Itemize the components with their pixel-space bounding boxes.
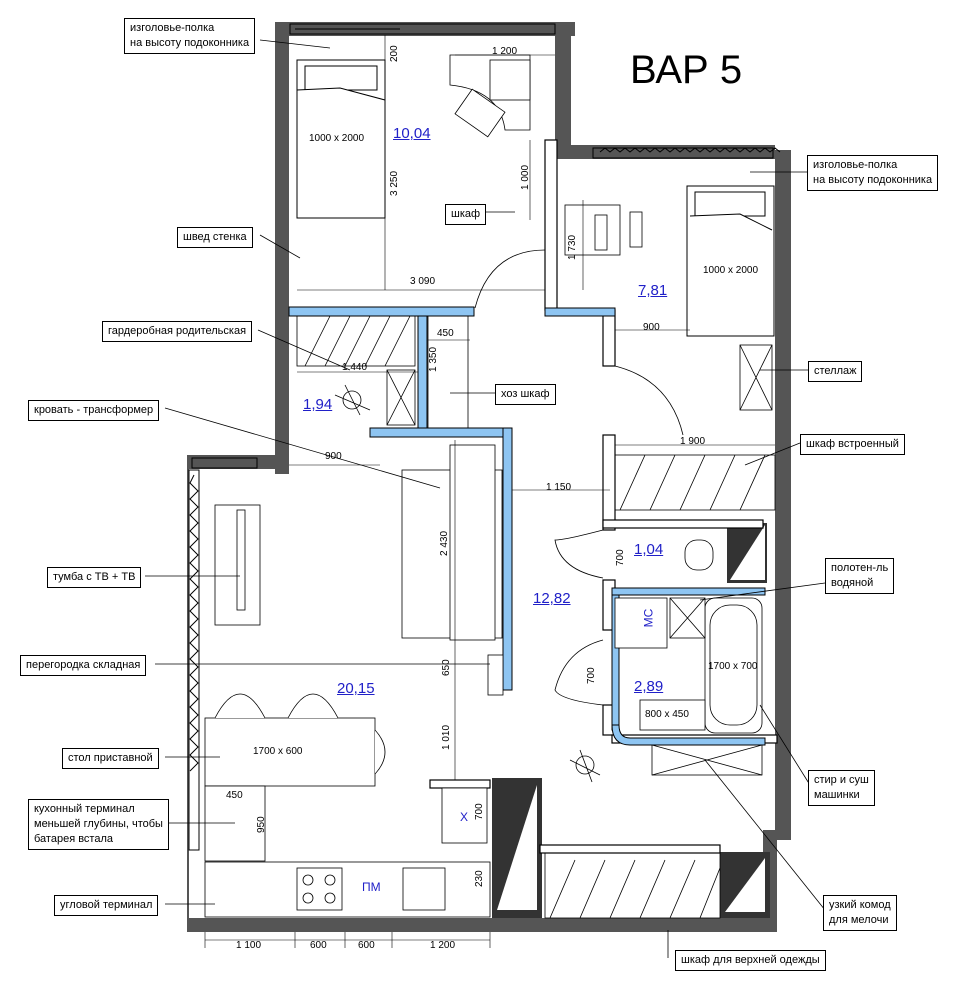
callout-headboard-left: изголовье-полка на высоту подоконника bbox=[124, 18, 256, 54]
dim-1000: 1 000 bbox=[520, 164, 531, 190]
callout-narrow-dresser: узкий комод для мелочи bbox=[823, 895, 897, 931]
callout-builtin-wardrobe: шкаф встроенный bbox=[800, 434, 905, 455]
callout-folding-partition: перегородка складная bbox=[20, 655, 147, 676]
bed-right-size: 1000 x 2000 bbox=[703, 265, 759, 276]
callout-washer-dryer: стир и суш машинки bbox=[808, 770, 875, 806]
dim-3250: 3 250 bbox=[389, 170, 400, 196]
bath-fixtures bbox=[614, 539, 763, 734]
dim-950: 950 bbox=[256, 816, 267, 833]
dim-650: 650 bbox=[441, 659, 452, 676]
living-furniture bbox=[204, 444, 504, 918]
dim-450: 450 bbox=[437, 328, 454, 339]
callout-closet: шкаф bbox=[445, 204, 487, 225]
dim-230: 230 bbox=[474, 870, 485, 887]
area-bedroom-right: 7,81 bbox=[638, 282, 668, 299]
dim-900-right: 900 bbox=[643, 322, 660, 333]
area-wardrobe: 1,94 bbox=[303, 396, 333, 413]
callout-side-table: стол приставной bbox=[62, 748, 159, 769]
bed-left-size: 1000 x 2000 bbox=[309, 133, 365, 144]
area-wc: 1,04 bbox=[634, 541, 664, 558]
plan-title: ВАР 5 bbox=[630, 48, 743, 92]
dim-700-x: 700 bbox=[474, 803, 485, 820]
dim-1010: 1 010 bbox=[441, 724, 452, 750]
dim-3090: 3 090 bbox=[410, 276, 436, 287]
dim-700-wc: 700 bbox=[615, 549, 626, 566]
dim-bottom-1200: 1 200 bbox=[430, 940, 456, 951]
dim-1730: 1 730 bbox=[567, 234, 578, 260]
callout-shelving: стеллаж bbox=[808, 361, 863, 382]
sink-size: 800 x 450 bbox=[645, 709, 689, 720]
callout-tv-stand: тумба с ТВ + ТВ bbox=[47, 567, 142, 588]
area-bedroom-left: 10,04 bbox=[393, 125, 431, 142]
dim-200: 200 bbox=[389, 45, 400, 62]
callout-utility-closet: хоз шкаф bbox=[495, 384, 556, 405]
windows bbox=[188, 23, 781, 851]
dim-1440: 1 440 bbox=[342, 362, 368, 373]
dim-2430: 2 430 bbox=[439, 530, 450, 556]
beds bbox=[296, 59, 775, 337]
bathtub-size: 1700 x 700 bbox=[708, 661, 758, 672]
area-bath: 2,89 bbox=[634, 678, 664, 695]
area-hall: 12,82 bbox=[533, 590, 571, 607]
callout-towel-heater: полотен-ль водяной bbox=[825, 558, 895, 594]
ventilation-shafts bbox=[492, 523, 770, 918]
dim-1150: 1 150 bbox=[546, 482, 572, 493]
callout-corner-terminal: угловой терминал bbox=[54, 895, 159, 916]
dim-1350: 1 350 bbox=[428, 346, 439, 372]
callout-kitchen-terminal: кухонный терминал меньшей глубины, чтобы… bbox=[28, 799, 169, 850]
person-figures bbox=[334, 384, 601, 783]
leader-lines bbox=[145, 39, 826, 958]
callout-swedish-wall: швед стенка bbox=[177, 227, 253, 248]
table-size: 1700 x 600 bbox=[253, 746, 303, 757]
dim-bottom-1100: 1 100 bbox=[236, 940, 262, 951]
dimension-lines bbox=[204, 35, 775, 948]
callout-outerwear-closet: шкаф для верхней одежды bbox=[675, 950, 826, 971]
dim-bottom-600b: 600 bbox=[358, 940, 375, 951]
pm-label: ПМ bbox=[362, 880, 381, 894]
dim-1900: 1 900 bbox=[680, 436, 706, 447]
blue-partitions bbox=[288, 306, 766, 746]
desks bbox=[449, 54, 643, 256]
area-living: 20,15 bbox=[337, 680, 375, 697]
callout-parent-wardrobe: гардеробная родительская bbox=[102, 321, 253, 342]
ms-label: МС bbox=[641, 608, 656, 628]
closets bbox=[296, 315, 776, 919]
dim-bottom-600a: 600 bbox=[310, 940, 327, 951]
dim-1200-top: 1 200 bbox=[492, 46, 518, 57]
callout-transformer-bed: кровать - трансформер bbox=[28, 400, 160, 421]
dim-900-left: 900 bbox=[325, 451, 342, 462]
x-mark: X bbox=[460, 810, 469, 824]
dim-450-kitchen: 450 bbox=[226, 790, 243, 801]
callout-headboard-right: изголовье-полка на высоту подоконника bbox=[807, 155, 939, 191]
dim-700-bath: 700 bbox=[586, 667, 597, 684]
doors bbox=[474, 249, 684, 706]
